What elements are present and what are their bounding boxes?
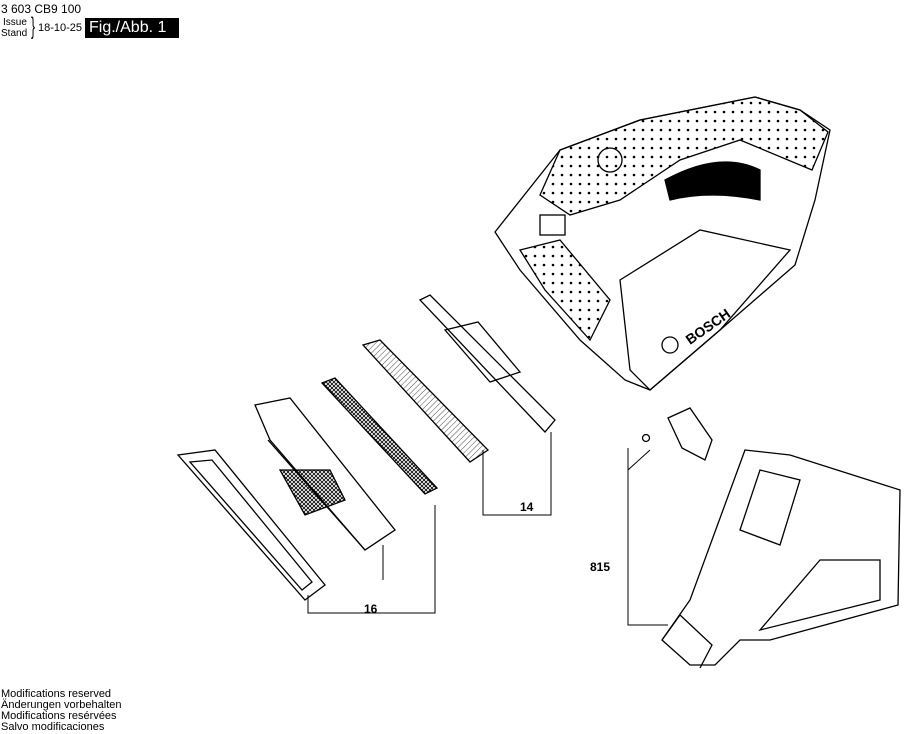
issue-label: Issue [3, 17, 27, 28]
filter-holder [254, 397, 396, 551]
footer-line-de: Änderungen vorbehalten [1, 699, 122, 711]
pleated-filter [361, 339, 490, 463]
filter-frame [418, 294, 556, 433]
callout-14: 14 [520, 500, 534, 514]
footer-line-es: Salvo modificaciones [1, 721, 105, 733]
stand-label: Stand [1, 28, 28, 39]
o-ring [641, 433, 651, 443]
callout-815: 815 [590, 560, 611, 574]
part-number: 3 603 CB9 100 [1, 2, 82, 16]
footer-line-fr: Modifications resérvées [1, 710, 117, 722]
filter-frame-gasket [176, 449, 326, 601]
cover-cap [667, 407, 713, 461]
nozzle-815 [661, 449, 901, 669]
callout-16: 16 [364, 602, 378, 616]
footer-line-en: Modifications reserved [1, 688, 112, 700]
figure-label: Fig./Abb. 1 [85, 18, 179, 38]
mesh-filter [320, 377, 439, 495]
issue-date: 18-10-25 [38, 22, 83, 34]
brace: } [31, 13, 36, 40]
vacuum-body: BOSCH [494, 96, 831, 391]
callout-lines [307, 432, 668, 626]
